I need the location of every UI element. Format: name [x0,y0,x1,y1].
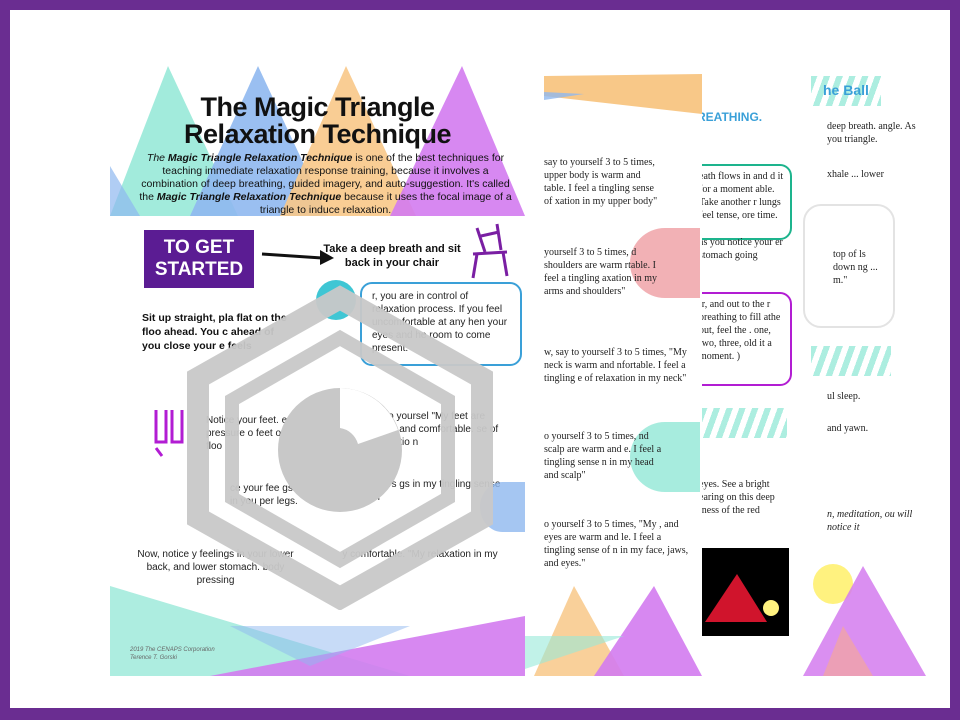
intro-lead: The [146,152,168,164]
page-two: say to yourself 3 to 5 times, upper body… [504,56,702,676]
page-two-text: yourself 3 to 5 times, d shoulders are w… [544,247,658,297]
page-three-text: eath flows in and d it for a moment able… [699,171,784,221]
page-three-text: deep breath. angle. As you triangle. [827,121,916,145]
intro-bold-2: Magic Triangle Relaxation Technique [156,191,342,203]
wave-shape [811,76,881,106]
page-three-heading-breathing: REATHING. [697,110,763,124]
legs-text: ce your fee gs in you per legs. [230,483,298,507]
page-title: The Magic Triangle Relaxation Technique [110,94,525,148]
feet-icon [154,410,184,457]
footer-credit: 2019 The CENAPS Corporation Terence T. G… [130,646,215,662]
page-three-text: and yawn. [827,423,869,434]
intro-mid: is one of the best techniques for teachi… [139,152,510,203]
intro-paragraph: The Magic Triangle Relaxation Technique … [138,152,513,217]
started-line-2: STARTED [154,259,244,280]
intro-end: because it uses the focal image of a tri… [259,191,512,216]
deep-breath-text: Take a deep breath and sit back in your … [323,243,461,269]
red-triangle-icon-svg [705,574,779,622]
chair-icon [471,223,509,279]
wave-shape [701,408,787,438]
pink-half-circle [630,228,700,298]
control-text: r, you are in control of relaxation proc… [372,291,508,354]
sit-instructions: Sit up straight, pla flat on the floo ah… [142,312,287,352]
footer-line-2: Terence T. Gorski [130,655,177,661]
footer-triangles [110,586,525,676]
page-two-text: say to yourself 3 to 5 times, upper body… [544,157,658,207]
page-three-text: eyes. See a bright earing on this deep t… [699,479,775,516]
page-three-text: xhale ... lower [827,169,884,180]
page-two-text: w, say to yourself 3 to 5 times, "My nec… [544,347,687,384]
wave-shape [811,346,891,376]
speech-bubble [803,204,895,328]
title-line-1: The Magic Triangle [200,92,435,122]
page-three-heading-ball: he Ball [823,82,869,98]
red-triangle-icon [693,548,789,636]
hexagon-logo-icon [187,285,493,610]
intro-bold-1: Magic Triangle Relaxation Technique [167,152,353,164]
feet-text: Notice your feet. e the pressure o feet … [206,415,304,452]
page-two-text: o yourself 3 to 5 times, "My , and eyes … [544,519,689,569]
speech-bubble [693,164,792,240]
page-three-text: as you notice your er stomach going [699,237,783,261]
arrow-right-icon [261,250,334,265]
product-frame: he Ball REATHING. deep breath. angle. As… [10,10,950,708]
page-three-text: ul sleep. [827,391,861,402]
page-two-text: o yourself 3 to 5 times, nd scalp are wa… [544,431,662,481]
started-line-1: TO GET [163,237,235,258]
bottom-triangles [504,586,702,676]
lower-back-text: Now, notice y feelings in your lower bac… [137,549,294,586]
top-banner-shape [544,74,702,114]
page-three-text: n, meditation, ou will notice it [827,509,913,533]
footer-line-1: 2019 The CENAPS Corporation [130,647,215,653]
mint-half-circle [630,422,700,492]
page-three-text: ir, and out to the r breathing to fill a… [699,299,781,362]
page-three: he Ball REATHING. deep breath. angle. As… [693,56,926,676]
to-get-started-box: TO GET STARTED [144,230,254,288]
title-line-2: Relaxation Technique [183,119,452,149]
header-triangles [110,66,525,216]
corner-triangles [803,566,926,676]
page-three-text: top of ls down ng ... m." [833,249,878,286]
speech-bubble [693,292,792,386]
